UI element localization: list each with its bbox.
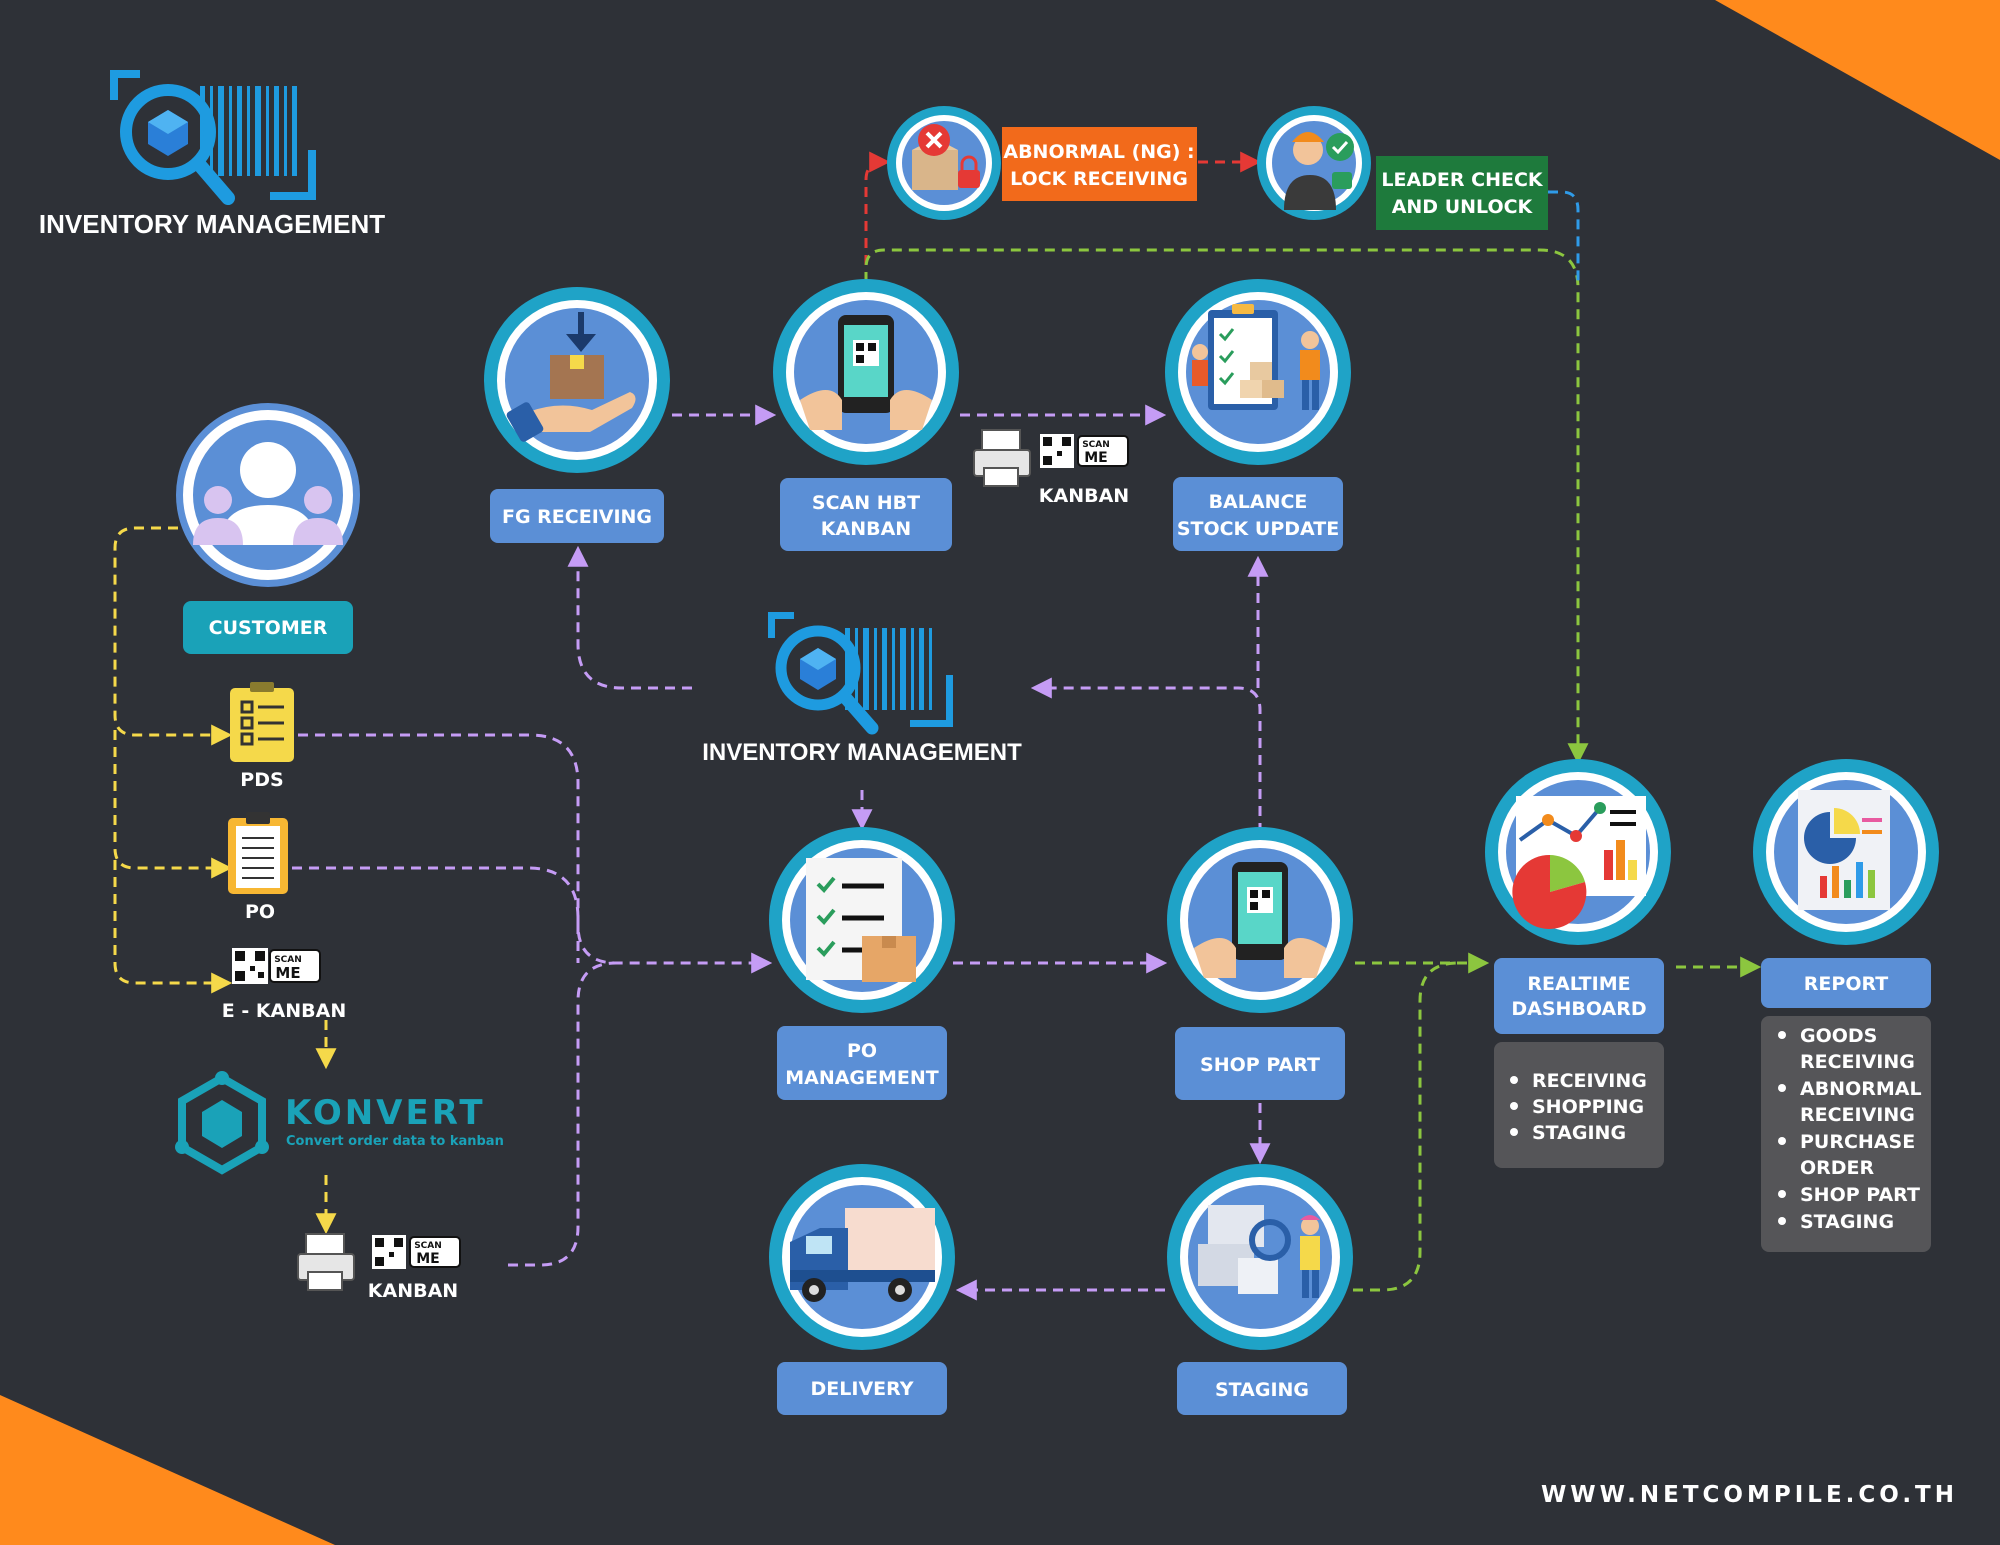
scan-me-badge-b: ME xyxy=(416,1251,440,1267)
leader-check-label-1: LEADER CHECK xyxy=(1381,169,1544,191)
scan-hbt-kanban-label-2: KANBAN xyxy=(821,518,911,540)
shop-part-label: SHOP PART xyxy=(1200,1054,1320,1076)
brand-logo: INVENTORY MANAGEMENT xyxy=(39,70,385,239)
checklist-icon xyxy=(240,700,284,746)
qr-code-icon xyxy=(235,951,265,981)
report-panel xyxy=(1761,1016,1931,1252)
phone-scan-icon xyxy=(800,315,932,430)
hand-box-icon xyxy=(506,312,636,442)
e-kanban-document[interactable]: SCAN ME E - KANBAN xyxy=(222,948,347,1022)
clipboard-icon xyxy=(242,837,274,879)
corner-accent-top-right xyxy=(1715,0,2000,160)
abnormal-label-1: ABNORMAL (NG) : xyxy=(1003,141,1194,163)
dashboard-label-1: REALTIME xyxy=(1527,973,1630,995)
phone-scan-icon xyxy=(1194,862,1326,978)
scan-me-badge-a: SCAN xyxy=(274,955,302,965)
center-logo: INVENTORY MANAGEMENT xyxy=(702,612,1022,766)
konvert-logo: KONVERT Convert order data to kanban xyxy=(175,1071,504,1175)
report-item: RECEIVING xyxy=(1800,1104,1915,1126)
konvert-hex-icon xyxy=(178,1073,266,1175)
pds-label: PDS xyxy=(240,769,283,791)
kanban-printer-top[interactable]: SCAN ME KANBAN xyxy=(973,429,1129,507)
dashboard-panel xyxy=(1494,1042,1664,1168)
locked-box-icon xyxy=(912,124,980,190)
report-label: REPORT xyxy=(1804,973,1888,995)
staging-boxes-icon xyxy=(1198,1205,1320,1298)
po-management-node[interactable]: PO MANAGEMENT xyxy=(769,827,955,1100)
flow-connectors xyxy=(113,151,1762,1301)
printer-icon xyxy=(297,1233,355,1291)
analytics-icon xyxy=(1512,796,1646,929)
po-management-label-2: MANAGEMENT xyxy=(785,1067,939,1089)
scan-me-badge-a: SCAN xyxy=(1082,440,1110,450)
barcode-icon xyxy=(110,70,316,205)
staging-node[interactable]: STAGING xyxy=(1167,1164,1353,1415)
balance-stock-label-2: STOCK UPDATE xyxy=(1177,518,1339,540)
balance-stock-label-1: BALANCE xyxy=(1209,491,1308,513)
dashboard-label-2: DASHBOARD xyxy=(1511,998,1646,1020)
dashboard-item: STAGING xyxy=(1532,1122,1626,1144)
qr-code-icon xyxy=(375,1238,403,1266)
report-document-icon xyxy=(1798,790,1890,910)
po-management-label-1: PO xyxy=(847,1040,877,1062)
leader-check-node[interactable]: LEADER CHECK AND UNLOCK xyxy=(1257,106,1548,230)
leader-unlock-icon xyxy=(1284,132,1354,210)
website-link[interactable]: WWW.NETCOMPILE.CO.TH xyxy=(1541,1482,1958,1508)
delivery-node[interactable]: DELIVERY xyxy=(769,1164,955,1415)
konvert-name: KONVERT xyxy=(285,1093,486,1133)
kanban-printer-bottom[interactable]: SCAN ME KANBAN xyxy=(297,1233,461,1302)
staging-label: STAGING xyxy=(1215,1379,1309,1401)
people-icon xyxy=(193,442,343,545)
balance-stock-update-node[interactable]: BALANCE STOCK UPDATE xyxy=(1165,279,1351,551)
qr-code-icon xyxy=(1043,437,1071,465)
report-item: RECEIVING xyxy=(1800,1051,1915,1073)
kanban-label-top: KANBAN xyxy=(1039,485,1129,507)
scan-me-badge-b: ME xyxy=(1084,450,1108,466)
shop-part-node[interactable]: SHOP PART xyxy=(1167,827,1353,1100)
fg-receiving-node[interactable]: FG RECEIVING xyxy=(484,287,670,543)
dashboard-item: SHOPPING xyxy=(1532,1096,1644,1118)
report-item: GOODS xyxy=(1800,1025,1877,1047)
report-item: ORDER xyxy=(1800,1157,1875,1179)
report-item: ABNORMAL xyxy=(1800,1078,1922,1100)
po-label: PO xyxy=(245,901,275,923)
report-item: SHOP PART xyxy=(1800,1184,1920,1206)
center-title: INVENTORY MANAGEMENT xyxy=(702,739,1022,766)
po-checklist-icon xyxy=(806,858,916,982)
kanban-label-bottom: KANBAN xyxy=(368,1280,458,1302)
customer-node[interactable]: CUSTOMER xyxy=(176,403,360,654)
realtime-dashboard-node[interactable]: REALTIME DASHBOARD RECEIVING SHOPPING ST… xyxy=(1485,759,1671,1168)
printer-icon xyxy=(973,429,1031,487)
truck-icon xyxy=(790,1208,935,1302)
abnormal-lock-node[interactable]: ABNORMAL (NG) : LOCK RECEIVING xyxy=(887,106,1197,220)
abnormal-label-2: LOCK RECEIVING xyxy=(1010,168,1188,190)
report-node[interactable]: REPORT GOODS RECEIVING ABNORMAL RECEIVIN… xyxy=(1753,759,1939,1252)
fg-receiving-label: FG RECEIVING xyxy=(502,506,652,528)
po-document[interactable]: PO xyxy=(228,812,288,923)
e-kanban-label: E - KANBAN xyxy=(222,1000,347,1022)
pds-document[interactable]: PDS xyxy=(230,682,294,791)
report-item: STAGING xyxy=(1800,1211,1894,1233)
barcode-icon xyxy=(768,612,953,735)
konvert-tagline: Convert order data to kanban xyxy=(286,1134,504,1149)
dashboard-item: RECEIVING xyxy=(1532,1070,1647,1092)
scan-me-badge-a: SCAN xyxy=(414,1241,442,1251)
warehouse-workers-icon xyxy=(1192,304,1320,410)
report-item: PURCHASE xyxy=(1800,1131,1915,1153)
delivery-label: DELIVERY xyxy=(811,1378,914,1400)
scan-me-badge-b: ME xyxy=(275,964,300,982)
leader-check-label-2: AND UNLOCK xyxy=(1392,196,1534,218)
scan-hbt-kanban-label-1: SCAN HBT xyxy=(812,492,920,514)
logo-title: INVENTORY MANAGEMENT xyxy=(39,209,385,239)
scan-hbt-kanban-node[interactable]: SCAN HBT KANBAN xyxy=(773,279,959,551)
customer-label: CUSTOMER xyxy=(209,617,328,639)
corner-accent-bottom-left xyxy=(0,1395,335,1545)
